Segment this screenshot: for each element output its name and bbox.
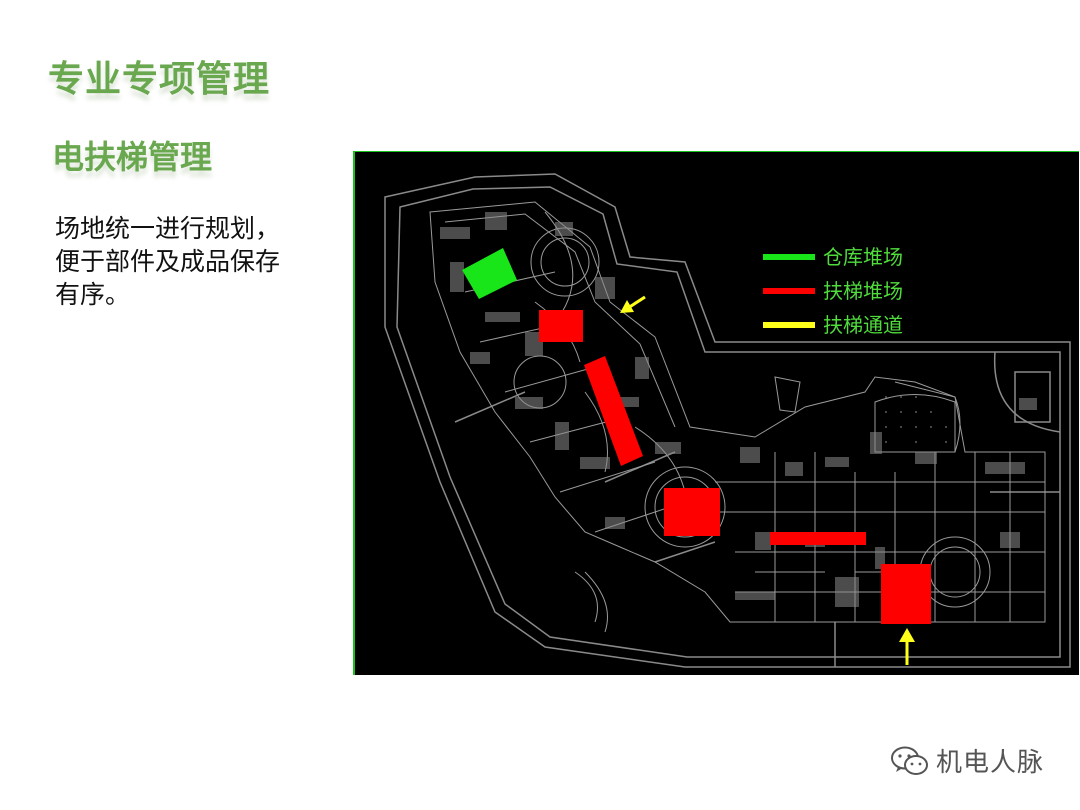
- site-plan-svg: 仓库堆场 扶梯堆场 扶梯通道: [384, 173, 1071, 668]
- site-plan-drawing: 仓库堆场 扶梯堆场 扶梯通道: [353, 151, 1079, 675]
- legend-label-escalator-path: 扶梯通道: [823, 313, 903, 337]
- building-footprint: [429, 201, 1046, 633]
- escalator-yard-5: [881, 564, 931, 624]
- legend-swatch-escalator-yard: [763, 288, 815, 294]
- watermark: 机电人脉: [890, 742, 1044, 779]
- legend-swatch-warehouse: [763, 254, 815, 260]
- site-boundary: [384, 173, 1071, 668]
- watermark-text: 机电人脉: [936, 748, 1045, 778]
- escalator-yard-1: [539, 310, 583, 342]
- legend: 仓库堆场 扶梯堆场 扶梯通道: [763, 245, 903, 337]
- slide-subtitle: 电扶梯管理: [52, 138, 213, 176]
- yellow-arrow-icon: [899, 628, 915, 665]
- legend-label-warehouse: 仓库堆场: [823, 245, 903, 269]
- escalator-yard-4: [770, 532, 866, 545]
- slide-title: 专业专项管理: [48, 59, 271, 100]
- wechat-icon: [891, 746, 928, 775]
- yellow-arrow-icon: [620, 295, 646, 313]
- escalator-yard-3: [664, 488, 720, 536]
- legend-item-escalator-path: 扶梯通道: [763, 313, 903, 337]
- escalator-yard-2: [584, 356, 643, 466]
- legend-item-escalator-yard: 扶梯堆场: [763, 279, 903, 303]
- legend-label-escalator-yard: 扶梯堆场: [823, 279, 903, 303]
- floor-grid-dots: [885, 396, 947, 443]
- legend-swatch-escalator-path: [763, 322, 815, 328]
- warehouse-yard-green: [462, 248, 517, 299]
- legend-item-warehouse: 仓库堆场: [763, 245, 903, 269]
- slide-body-text: 场地统一进行规划， 便于部件及成品保存 有序。: [55, 214, 281, 309]
